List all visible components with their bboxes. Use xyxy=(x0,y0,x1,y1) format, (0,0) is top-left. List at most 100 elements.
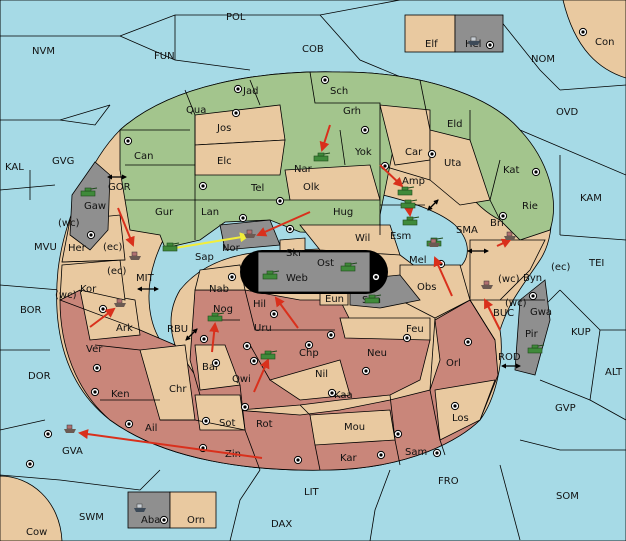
army-unit-icon[interactable] xyxy=(340,262,358,272)
order-arrow-bri-rie xyxy=(496,238,512,248)
supply-center-icon xyxy=(123,136,133,146)
order-arrow-gwa-buc xyxy=(484,298,501,331)
province-label-grh: Grh xyxy=(343,106,361,117)
province-los-shape xyxy=(434,379,496,441)
province-label-nor: Nor xyxy=(222,243,241,254)
order-arrow-grh-nar xyxy=(319,124,331,152)
order-arrow-qwi-chp xyxy=(253,358,270,393)
supply-center-icon xyxy=(159,515,169,525)
sea-label-swm: SWM xyxy=(79,512,104,523)
province-label-ost: Ost xyxy=(317,258,334,269)
fleet-unit-icon[interactable] xyxy=(481,280,493,289)
army-unit-icon[interactable] xyxy=(80,187,98,197)
supply-center-icon xyxy=(463,337,473,347)
province-label-ail: Ail xyxy=(145,423,157,434)
province-label-can: Can xyxy=(134,151,153,162)
army-unit-icon[interactable] xyxy=(397,186,415,196)
fleet-unit-icon[interactable] xyxy=(428,238,440,247)
province-label-uta: Uta xyxy=(444,158,461,169)
adjacency-markers xyxy=(106,174,522,369)
province-label-chr: Chr xyxy=(169,384,187,395)
province-label-gwa: Gwa xyxy=(530,307,552,318)
province-label-gur: Gur xyxy=(155,207,174,218)
sea-labels: POL NVM FUN COB NOM OVD KAL GVG GOR KAM … xyxy=(5,12,623,530)
province-label-byn: Byn xyxy=(523,273,542,284)
coast-label-byn-ec: (ec) xyxy=(551,262,571,273)
army-unit-icon[interactable] xyxy=(527,344,545,354)
fleet-unit-icon[interactable] xyxy=(134,503,146,512)
province-label-elc: Elc xyxy=(217,156,232,167)
province-label-qwi: Qwi xyxy=(232,374,251,385)
coast-label-gwa-wc: (wc) xyxy=(505,298,527,309)
army-unit-icon[interactable] xyxy=(207,312,225,322)
province-label-olk: Olk xyxy=(303,182,320,193)
province-label-jos: Jos xyxy=(216,123,231,134)
province-label-pir: Pir xyxy=(525,329,539,340)
supply-center-icon xyxy=(402,333,412,343)
supply-center-icon xyxy=(86,230,96,240)
army-unit-icon[interactable] xyxy=(402,216,420,226)
province-label-kaa: Kaa xyxy=(334,390,353,401)
supply-centers xyxy=(25,27,588,525)
army-unit-icon[interactable] xyxy=(313,152,331,162)
sea-label-gvp: GVP xyxy=(555,403,576,414)
province-label-bar: Bar xyxy=(202,362,220,373)
province-label-chp: Chp xyxy=(299,348,319,359)
army-unit-icon[interactable] xyxy=(262,270,280,280)
province-label-sap: Sap xyxy=(195,252,214,263)
province-label-nil: Nil xyxy=(315,369,328,380)
province-gaw-shape xyxy=(69,161,111,251)
army-unit-icon[interactable] xyxy=(364,294,382,304)
supply-center-icon xyxy=(450,401,460,411)
province-hel-shape xyxy=(454,14,504,53)
province-label-ken: Ken xyxy=(111,389,130,400)
fleet-unit-icon[interactable] xyxy=(64,424,76,433)
army-unit-icon[interactable] xyxy=(260,350,278,360)
supply-center-icon xyxy=(578,27,588,37)
province-label-neu: Neu xyxy=(367,348,387,359)
fleet-unit-icon[interactable] xyxy=(468,36,480,45)
province-label-con: Con xyxy=(595,37,614,48)
province-label-hug: Hug xyxy=(333,207,353,218)
sea-label-lit: LIT xyxy=(304,487,320,498)
supply-center-icon xyxy=(376,450,386,460)
sea-label-dax: DAX xyxy=(271,519,292,530)
supply-center-icon xyxy=(432,448,442,458)
province-label-eun: Eun xyxy=(325,294,344,305)
province-label-hil: Hil xyxy=(253,299,266,310)
province-label-rot: Rot xyxy=(256,419,273,430)
province-label-kar: Kar xyxy=(340,453,358,464)
province-elc-shape xyxy=(194,139,286,176)
army-unit-icon[interactable] xyxy=(400,199,418,209)
fleet-unit-icon[interactable] xyxy=(129,251,141,260)
fleet-unit-icon[interactable] xyxy=(114,298,126,307)
sea-label-som: SOM xyxy=(556,491,579,502)
province-elf-shape xyxy=(404,14,456,53)
province-label-rie: Rie xyxy=(522,201,538,212)
province-label-nar: Nar xyxy=(294,164,313,175)
supply-center-icon xyxy=(198,181,208,191)
sea-label-gvg: GVG xyxy=(52,156,74,167)
supply-center-icon xyxy=(98,304,108,314)
supply-center-icon xyxy=(360,125,370,135)
sea-label-pol: POL xyxy=(226,12,246,23)
province-uta-shape xyxy=(429,129,491,206)
supply-center-icon xyxy=(231,108,241,118)
supply-center-icon xyxy=(485,40,495,50)
units-layer xyxy=(64,36,545,512)
province-label-obs: Obs xyxy=(417,282,436,293)
fleet-unit-icon[interactable] xyxy=(504,231,516,240)
supply-center-icon xyxy=(240,402,250,412)
order-arrow-hug-nor xyxy=(256,211,311,237)
supply-center-icon xyxy=(242,341,252,351)
coast-label-her-wc: (wc) xyxy=(58,218,80,229)
province-label-mel: Mel xyxy=(409,255,427,266)
fleet-unit-icon[interactable] xyxy=(244,229,256,238)
supply-center-icon xyxy=(285,224,295,234)
supply-center-icon xyxy=(25,459,35,469)
province-label-amp: Amp xyxy=(402,176,425,187)
army-unit-icon[interactable] xyxy=(162,242,180,252)
sea-label-fun: FUN xyxy=(154,51,175,62)
sea-label-dor: DOR xyxy=(28,371,51,382)
